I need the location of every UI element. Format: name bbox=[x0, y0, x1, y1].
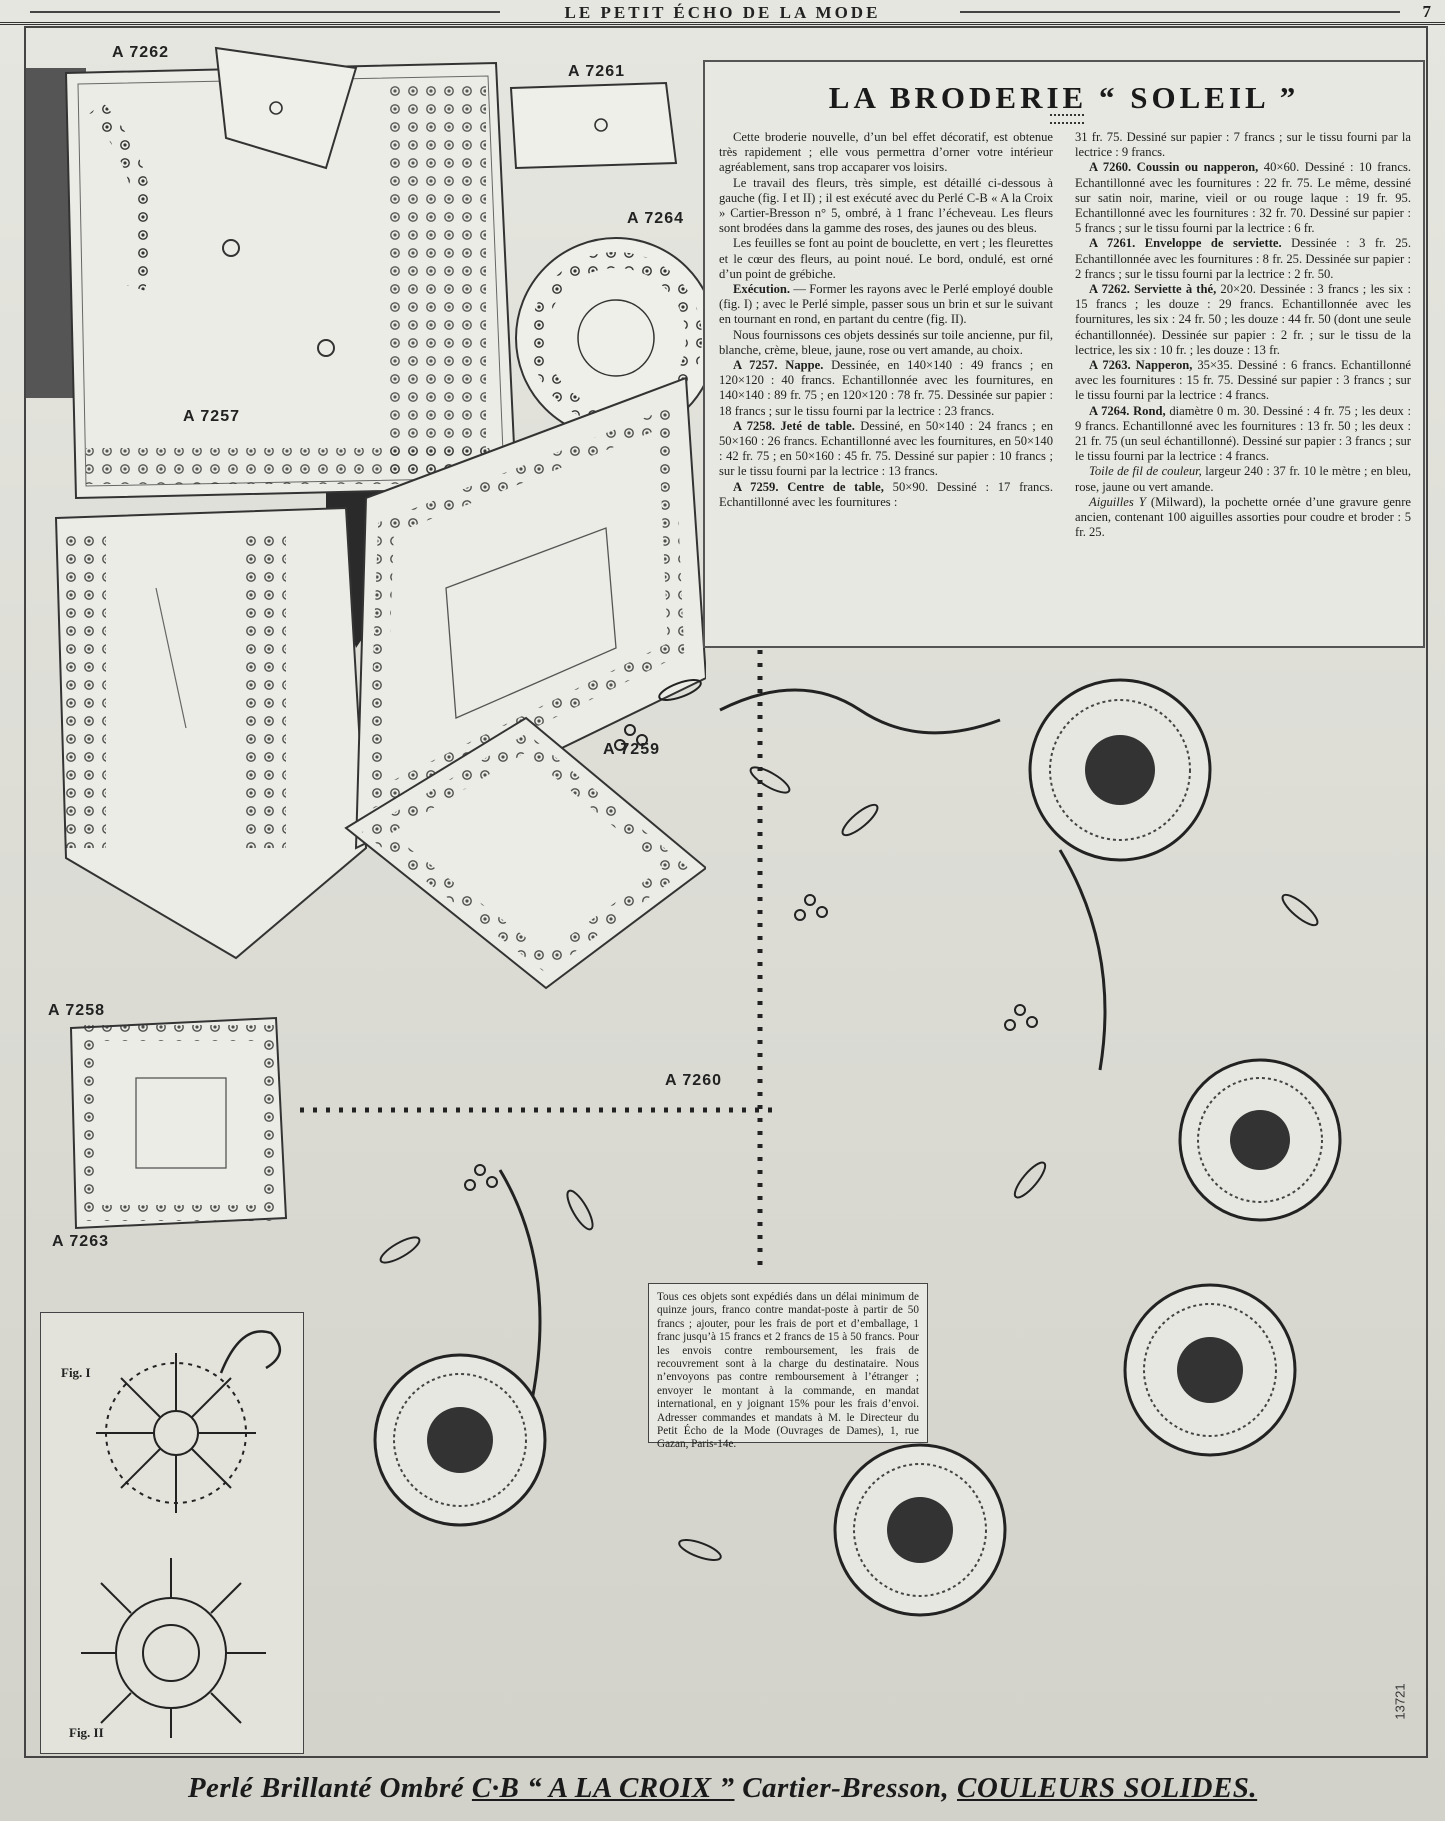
footer-part-1: Perlé Brillanté Ombré bbox=[187, 1772, 472, 1804]
label-a7260: A 7260 bbox=[665, 1072, 722, 1089]
footer-slogan: COULEURS SOLIDES. bbox=[956, 1772, 1258, 1804]
page-header: LE PETIT ÉCHO DE LA MODE 7 bbox=[0, 0, 1445, 25]
article-paragraph: A 7264. Rond, diamètre 0 m. 30. Dessiné … bbox=[1075, 404, 1411, 465]
sunflower-1 bbox=[1028, 678, 1212, 862]
ref-label: Toile de fil de couleur, bbox=[1089, 464, 1202, 479]
page-frame bbox=[24, 26, 1428, 1758]
article-paragraph: A 7257. Nappe. Dessinée, en 140×140 : 49… bbox=[719, 358, 1053, 419]
envelope-a7261 bbox=[509, 81, 678, 170]
fig2-label: Fig. II bbox=[69, 1725, 104, 1740]
article-box: LA BRODERIE “ SOLEIL ” Cette broderie no… bbox=[703, 60, 1425, 648]
article-column-1: Cette broderie nouvelle, d’un bel effet … bbox=[719, 130, 1053, 510]
runner-a7258 bbox=[54, 506, 368, 960]
ref-label: Aiguilles Y bbox=[1089, 494, 1146, 509]
article-title: LA BRODERIE “ SOLEIL ” bbox=[828, 80, 1300, 115]
article-paragraph: A 7259. Centre de table, 50×90. Dessiné … bbox=[719, 480, 1053, 510]
sunflower-3 bbox=[1123, 1283, 1297, 1457]
header-rule-right bbox=[960, 11, 1400, 13]
magazine-title: LE PETIT ÉCHO DE LA MODE bbox=[564, 3, 881, 22]
ref-label: A 7259. Centre de table, bbox=[733, 479, 884, 494]
page-number: 7 bbox=[1422, 2, 1432, 21]
side-reference-number: 13721 bbox=[1392, 1683, 1408, 1720]
sunflower-2 bbox=[1178, 1058, 1342, 1222]
ref-text: diamètre 0 m. 30. Dessiné : 4 fr. 75 ; l… bbox=[1075, 403, 1411, 464]
centerpiece-a7259 bbox=[354, 376, 706, 850]
title-ornament bbox=[1050, 114, 1084, 124]
ref-text: 40×60. Dessiné : 10 francs. Echantillonn… bbox=[1075, 160, 1411, 236]
ref-label: A 7258. Jeté de table. bbox=[733, 418, 855, 433]
article-paragraph: A 7260. Coussin ou napperon, 40×60. Dess… bbox=[1075, 160, 1411, 236]
article-paragraph: Exécution. — Former les rayons avec le P… bbox=[719, 282, 1053, 328]
ref-text: 20×20. Dessinée : 3 francs ; les six : 1… bbox=[1075, 282, 1411, 357]
article-paragraph: Cette broderie nouvelle, d’un bel effet … bbox=[719, 130, 1053, 175]
article-column-2: 31 fr. 75. Dessiné sur papier : 7 francs… bbox=[1075, 130, 1411, 540]
ref-text: (Milward), la pochette ornée d’une gravu… bbox=[1075, 494, 1411, 540]
article-paragraph: A 7258. Jeté de table. Dessiné, en 50×14… bbox=[719, 419, 1053, 480]
stitch-figures-drawing bbox=[81, 1330, 281, 1738]
label-a7259: A 7259 bbox=[603, 741, 660, 758]
sunflower-4 bbox=[833, 1443, 1007, 1617]
label-a7261: A 7261 bbox=[568, 63, 625, 80]
shipping-notice: Tous ces objets sont expédiés dans un dé… bbox=[648, 1283, 928, 1450]
ref-text: — Former les rayons avec le Perlé employ… bbox=[719, 282, 1053, 327]
article-paragraph: A 7262. Serviette à thé, 20×20. Dessinée… bbox=[1075, 282, 1411, 358]
label-a7264: A 7264 bbox=[627, 210, 684, 227]
stitch-figures: Fig. I Fig. II bbox=[40, 1312, 304, 1754]
article-paragraph: Nous fournissons ces objets dessinés sur… bbox=[719, 327, 1053, 357]
ref-text: Dessinée : 3 fr. 25. Echantillonnée avec… bbox=[1075, 236, 1411, 281]
label-a7263: A 7263 bbox=[52, 1233, 109, 1250]
napkin-a7262 bbox=[214, 46, 358, 170]
article-paragraph: A 7263. Napperon, 35×35. Dessiné : 6 fra… bbox=[1075, 358, 1411, 404]
ref-text: Dessinée, en 140×140 : 49 francs ; en 12… bbox=[719, 358, 1053, 418]
article-paragraph: Les feuilles se font au point de bouclet… bbox=[719, 236, 1053, 281]
footer-brand: C·B “ A LA CROIX ” bbox=[471, 1772, 735, 1804]
footer-part-3: Cartier-Bresson, bbox=[734, 1772, 957, 1804]
article-paragraph: A 7261. Enveloppe de serviette. Dessinée… bbox=[1075, 236, 1411, 282]
linens-illustration bbox=[26, 46, 706, 1230]
label-a7258: A 7258 bbox=[48, 1002, 105, 1019]
doily-a7263 bbox=[69, 1016, 288, 1230]
tablecloth-a7257 bbox=[64, 61, 518, 500]
ref-label: A 7262. Serviette à thé, bbox=[1089, 282, 1217, 297]
article-paragraph: Toile de fil de couleur, largeur 240 : 3… bbox=[1075, 464, 1411, 494]
ref-label: A 7260. Coussin ou napperon, bbox=[1089, 160, 1259, 175]
article-paragraph: 31 fr. 75. Dessiné sur papier : 7 francs… bbox=[1075, 130, 1411, 160]
ref-text: 35×35. Dessiné : 6 francs. Echantillonné… bbox=[1075, 358, 1411, 403]
footer-advert: Perlé Brillanté Ombré C·B “ A LA CROIX ”… bbox=[0, 1758, 1445, 1818]
ref-text: Dessiné, en 50×140 : 24 francs ; en 50×1… bbox=[719, 418, 1053, 479]
ref-label: A 7261. Enveloppe de serviette. bbox=[1089, 236, 1282, 251]
label-a7257: A 7257 bbox=[183, 408, 240, 425]
ref-label: Exécution. bbox=[733, 282, 791, 297]
ref-label: A 7263. Napperon, bbox=[1089, 358, 1193, 373]
fig1-label: Fig. I bbox=[61, 1365, 91, 1380]
ref-label: A 7264. Rond, bbox=[1089, 403, 1166, 418]
article-paragraph: Aiguilles Y (Milward), la pochette ornée… bbox=[1075, 495, 1411, 541]
ref-text: largeur 240 : 37 fr. 10 le mètre ; en bl… bbox=[1075, 464, 1411, 494]
header-rule-left bbox=[30, 11, 500, 13]
leaves-and-dots bbox=[379, 679, 1319, 1561]
article-paragraph: Le travail des fleurs, très simple, est … bbox=[719, 175, 1053, 236]
embroidery-pattern bbox=[300, 650, 1342, 1617]
cushion-a7260 bbox=[344, 716, 706, 990]
sunflower-5 bbox=[373, 1353, 547, 1527]
label-a7262: A 7262 bbox=[112, 44, 169, 61]
ref-text: 50×90. Dessiné : 17 francs. Echantillonn… bbox=[719, 479, 1053, 509]
ref-label: A 7257. Nappe. bbox=[733, 358, 824, 373]
